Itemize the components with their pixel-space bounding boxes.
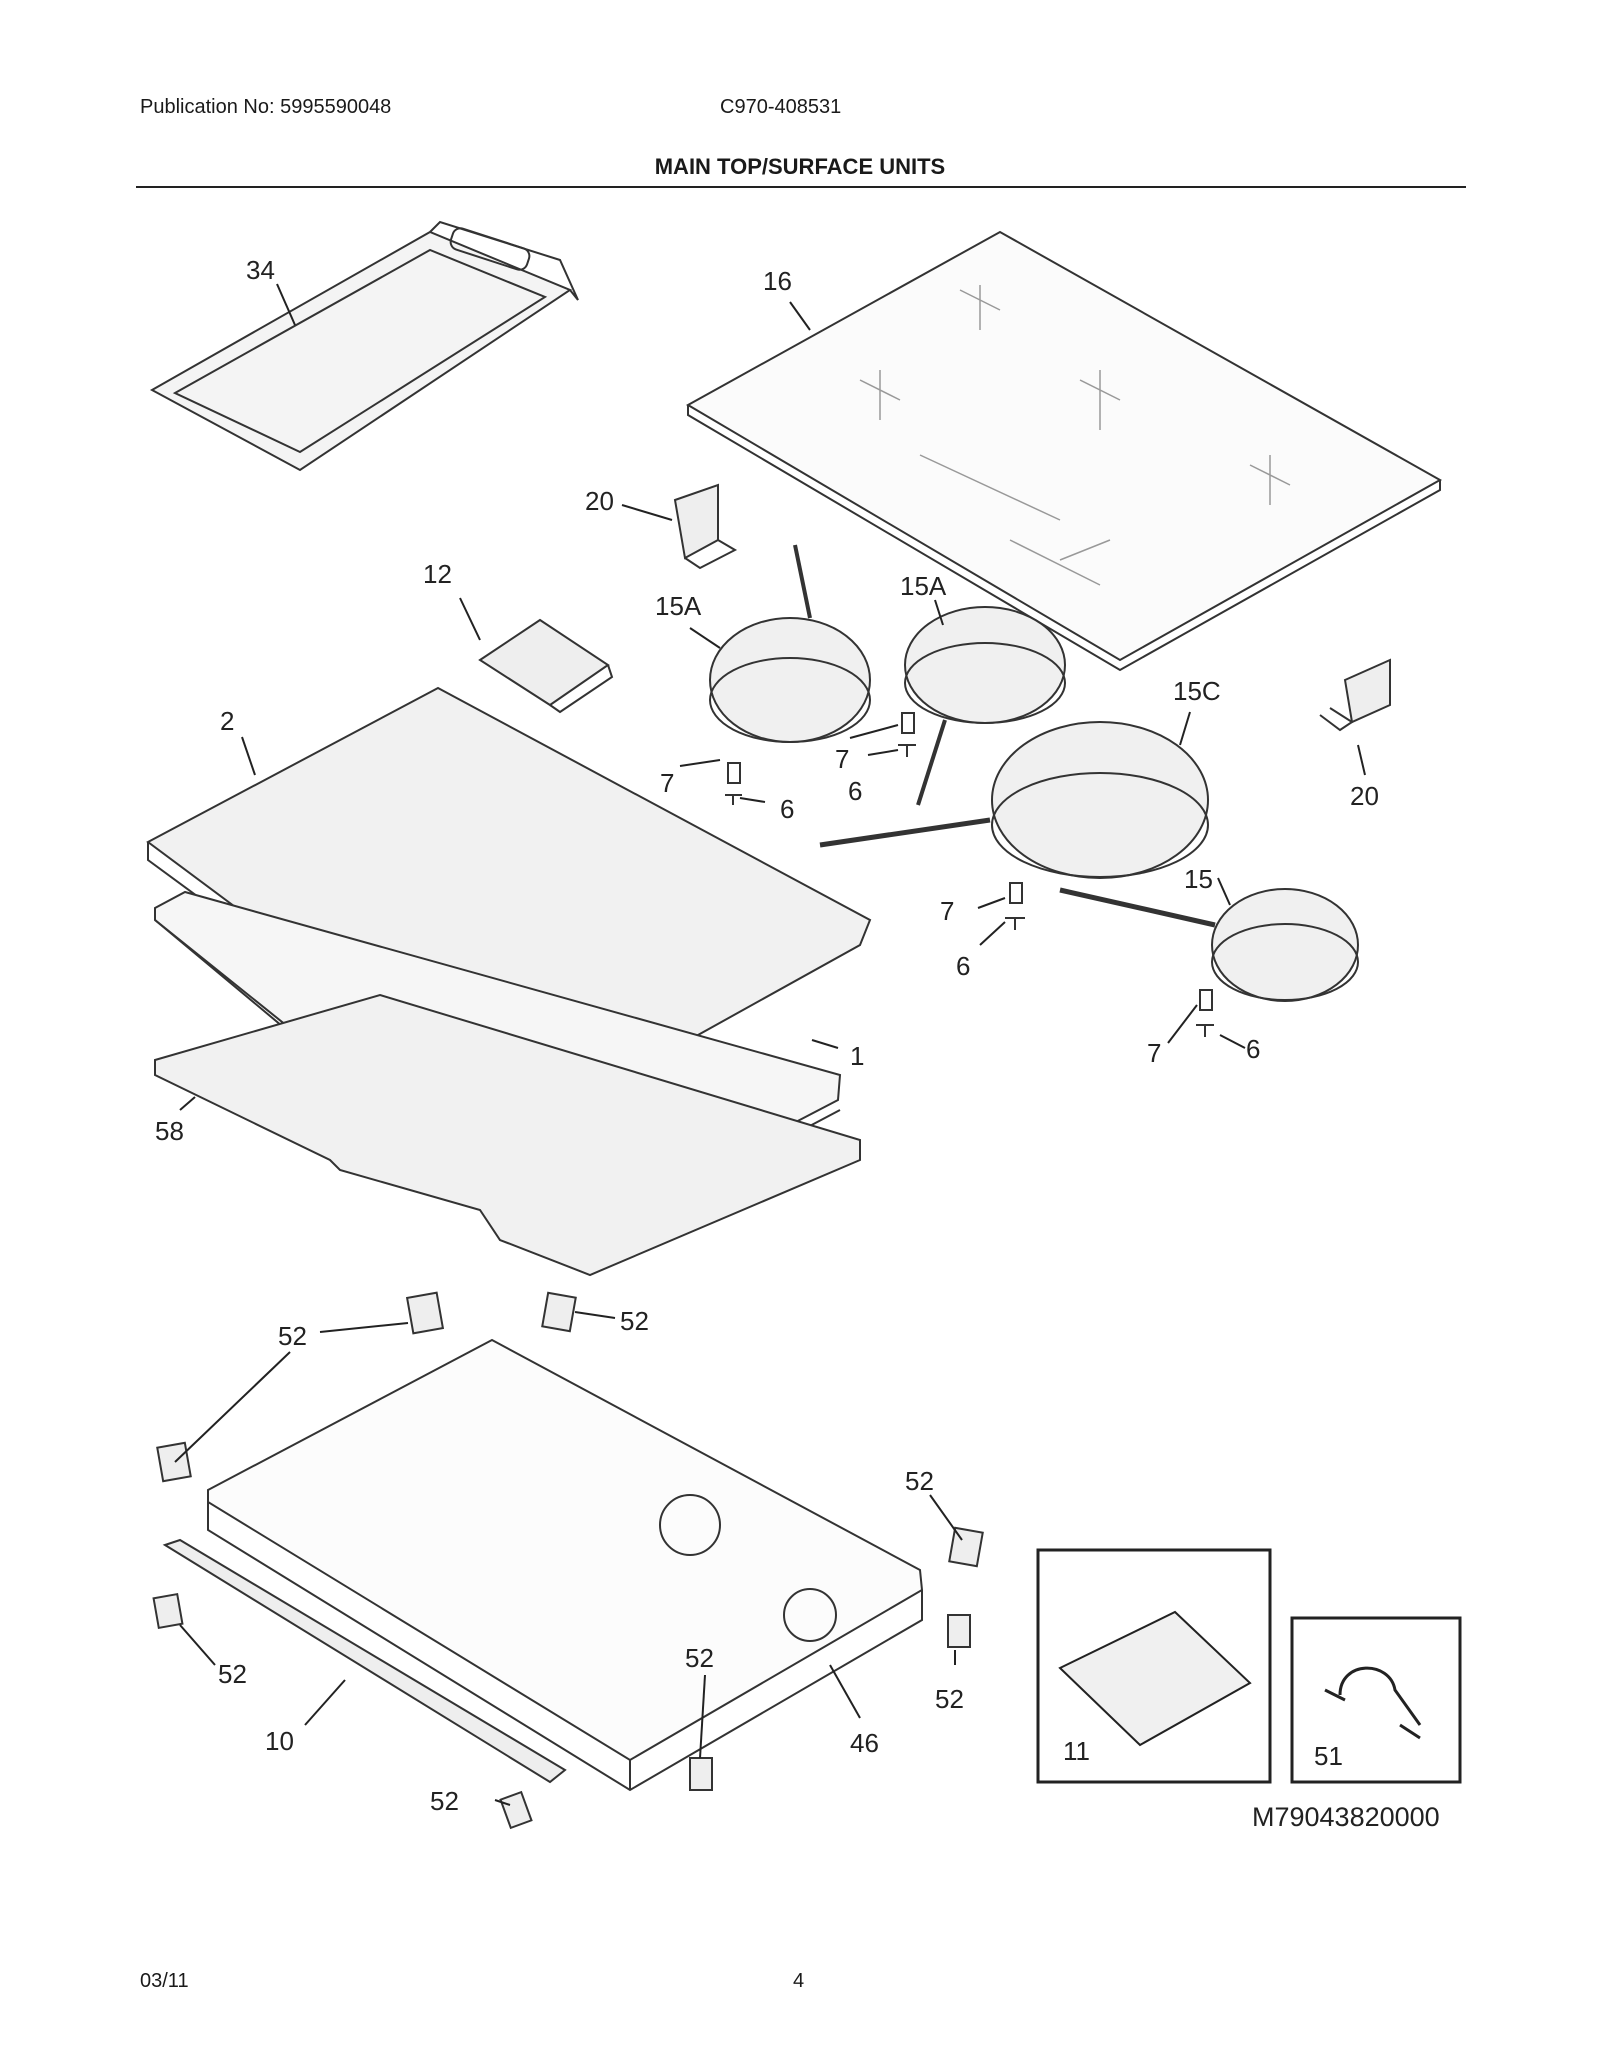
- callout-6-c: 6: [956, 951, 970, 981]
- heating-element-15a-left: [709, 544, 871, 743]
- trim-part: [162, 1538, 567, 1784]
- box-part: [207, 1338, 924, 1792]
- heating-element-15: [1059, 887, 1359, 1002]
- callout-6-b: 6: [848, 776, 862, 806]
- footer-date: 03/11: [140, 1970, 189, 1992]
- callout-20-left: 20: [585, 486, 614, 516]
- callout-7-d: 7: [1147, 1038, 1161, 1068]
- callout-15a-left: 15A: [655, 591, 702, 621]
- callout-15c: 15C: [1173, 676, 1221, 706]
- callout-2: 2: [220, 706, 234, 736]
- springs-and-screws: [725, 712, 1214, 1037]
- callout-52-front-center: 52: [685, 1643, 714, 1673]
- leader-lines: [174, 283, 1366, 1806]
- mounting-clips: [152, 1291, 984, 1830]
- page-title: MAIN TOP/SURFACE UNITS: [654, 154, 946, 179]
- small-bracket-part: [478, 618, 614, 714]
- bracket-top-left-part: [673, 483, 738, 570]
- diagram-code: M79043820000: [1252, 1802, 1440, 1832]
- page-number: 4: [793, 1970, 805, 1992]
- callout-34: 34: [246, 255, 275, 285]
- heating-element-15c: [819, 721, 1209, 879]
- callout-7-b: 7: [835, 744, 849, 774]
- callout-52-left-lower: 52: [218, 1659, 247, 1689]
- callout-1: 1: [850, 1041, 864, 1071]
- heating-element-15a-middle: [904, 606, 1066, 806]
- callout-10: 10: [265, 1726, 294, 1756]
- callout-52-top-left: 52: [278, 1321, 307, 1351]
- callout-12: 12: [423, 559, 452, 589]
- glass-top-part: [685, 230, 1443, 672]
- callout-7-a: 7: [660, 768, 674, 798]
- callout-52-front-bottom: 52: [430, 1786, 459, 1816]
- callout-6-a: 6: [780, 794, 794, 824]
- model-number: C970-408531: [720, 96, 842, 118]
- callout-15a-middle: 15A: [900, 571, 947, 601]
- inset-bracket-box: [1036, 1548, 1272, 1784]
- bracket-right-part: [1319, 658, 1391, 732]
- callout-11: 11: [1063, 1736, 1090, 1766]
- callout-51: 51: [1314, 1741, 1343, 1771]
- callout-15: 15: [1184, 864, 1213, 894]
- callout-58: 58: [155, 1116, 184, 1146]
- callout-16: 16: [763, 266, 792, 296]
- griddle-part: [149, 220, 579, 472]
- insulation-bottom-part: [154, 993, 861, 1277]
- inset-clamp-box: [1290, 1616, 1462, 1784]
- callout-6-d: 6: [1246, 1034, 1260, 1064]
- callout-46: 46: [850, 1728, 879, 1758]
- callout-52-right: 52: [905, 1466, 934, 1496]
- callout-52-right-lower: 52: [935, 1684, 964, 1714]
- title-rule: [136, 186, 1466, 188]
- callout-20-right: 20: [1350, 781, 1379, 811]
- callout-52-top-right: 52: [620, 1306, 649, 1336]
- callout-7-c: 7: [940, 896, 954, 926]
- publication-number: Publication No: 5995590048: [140, 96, 392, 118]
